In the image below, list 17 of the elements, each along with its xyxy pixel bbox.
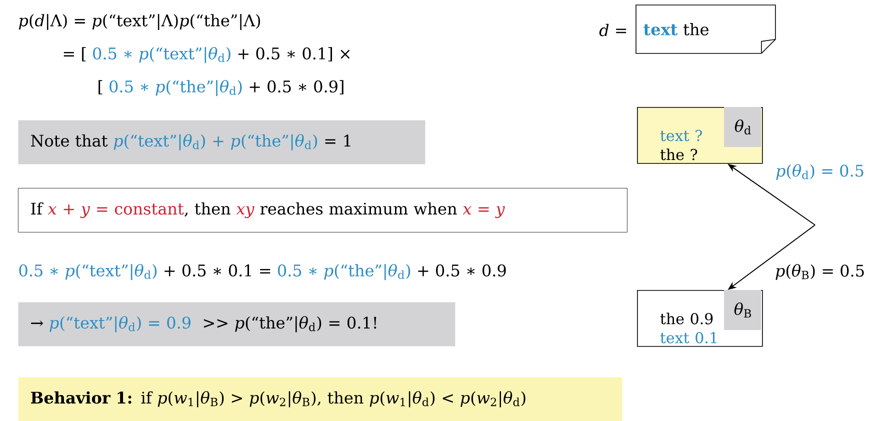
equation-line: [ 0.5 ∗ p(“the”|θ$_{d}$) + 0.5 ∗ 0.9] xyxy=(98,80,344,96)
equation-line: 0.5 ∗ p(“text”|θ$_{d}$) + 0.5 ∗ 0.1 = 0.5 ∗ p(“the”|θ$_{d}$) + 0.5 ∗ 0.9 xyxy=(19,264,506,280)
edge-label: p(θ$_{B}$) = 0.5 xyxy=(776,264,864,280)
document-box: text the xyxy=(636,4,776,54)
label: 0.5 ∗ p(“text”|θ$_{d}$) xyxy=(19,264,157,280)
edge-label: p(θ$_{d}$) = 0.5 xyxy=(776,164,864,180)
topic-box: text ? the ? θ$_{d}$ xyxy=(637,107,763,164)
document-label: d = xyxy=(599,24,626,36)
equation-line: = [ 0.5 ∗ p(“text”|θ$_{d}$) + 0.5 ∗ 0.1] × xyxy=(64,46,350,64)
behavior-box: Behavior 1: if p(w$_{1}$|θ$_{B}$) > p(w$_{2}$|θ$_{B}$), then p(w$_{1}$|θ$_{d}$) < p(w$_{2}$|θ$_{d}$) xyxy=(18,377,622,421)
label: + 0.5 ∗ 0.9 xyxy=(418,264,506,276)
note-box: Note that p(“text”|θ$_{d}$) + p(“the”|θ$_{d}$) = 1 xyxy=(18,120,426,164)
label: 0.5 ∗ p(“the”|θ$_{d}$) xyxy=(278,264,410,280)
label: + 0.5 ∗ 0.1 = xyxy=(164,264,270,276)
result-box: → p(“text”|θ$_{d}$) = 0.9 >> p(“the”|θ$_{d}$) = 0.1! xyxy=(18,302,456,346)
equation-line: p(d|Λ) = p(“text”|Λ)p(“the”|Λ) xyxy=(18,14,260,30)
topic-box: the 0.9 text 0.1 θ$_{B}$ xyxy=(637,290,763,347)
